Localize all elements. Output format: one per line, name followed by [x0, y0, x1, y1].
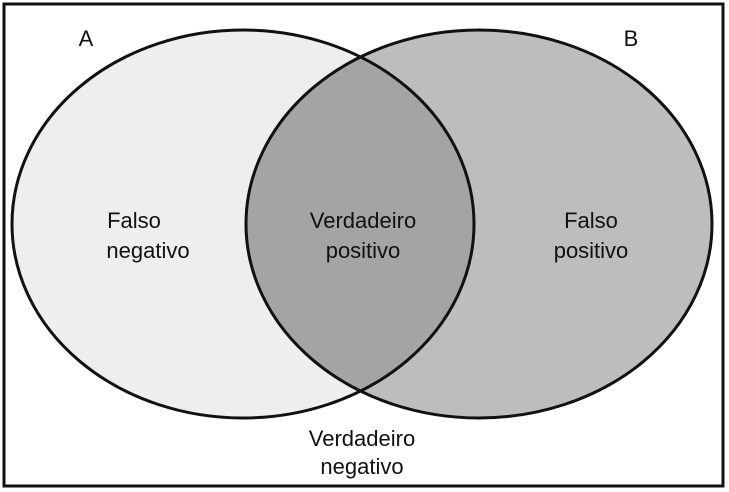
- set-b-label: B: [624, 26, 639, 51]
- set-a-outline: [10, 28, 476, 420]
- set-b-outline: [244, 28, 714, 420]
- false-negative-label-line2: negativo: [106, 238, 189, 263]
- false-positive-label-line1: Falso: [564, 208, 618, 233]
- true-negative-label-line2: negativo: [320, 454, 403, 479]
- true-positive-label-line2: positivo: [326, 238, 401, 263]
- intersection-region: [246, 30, 474, 418]
- true-positive-label-line1: Verdadeiro: [310, 208, 416, 233]
- set-a-label: A: [79, 26, 94, 51]
- true-negative-label-line1: Verdadeiro: [309, 426, 415, 451]
- false-negative-label-line1: Falso: [107, 208, 161, 233]
- false-positive-label-line2: positivo: [554, 238, 629, 263]
